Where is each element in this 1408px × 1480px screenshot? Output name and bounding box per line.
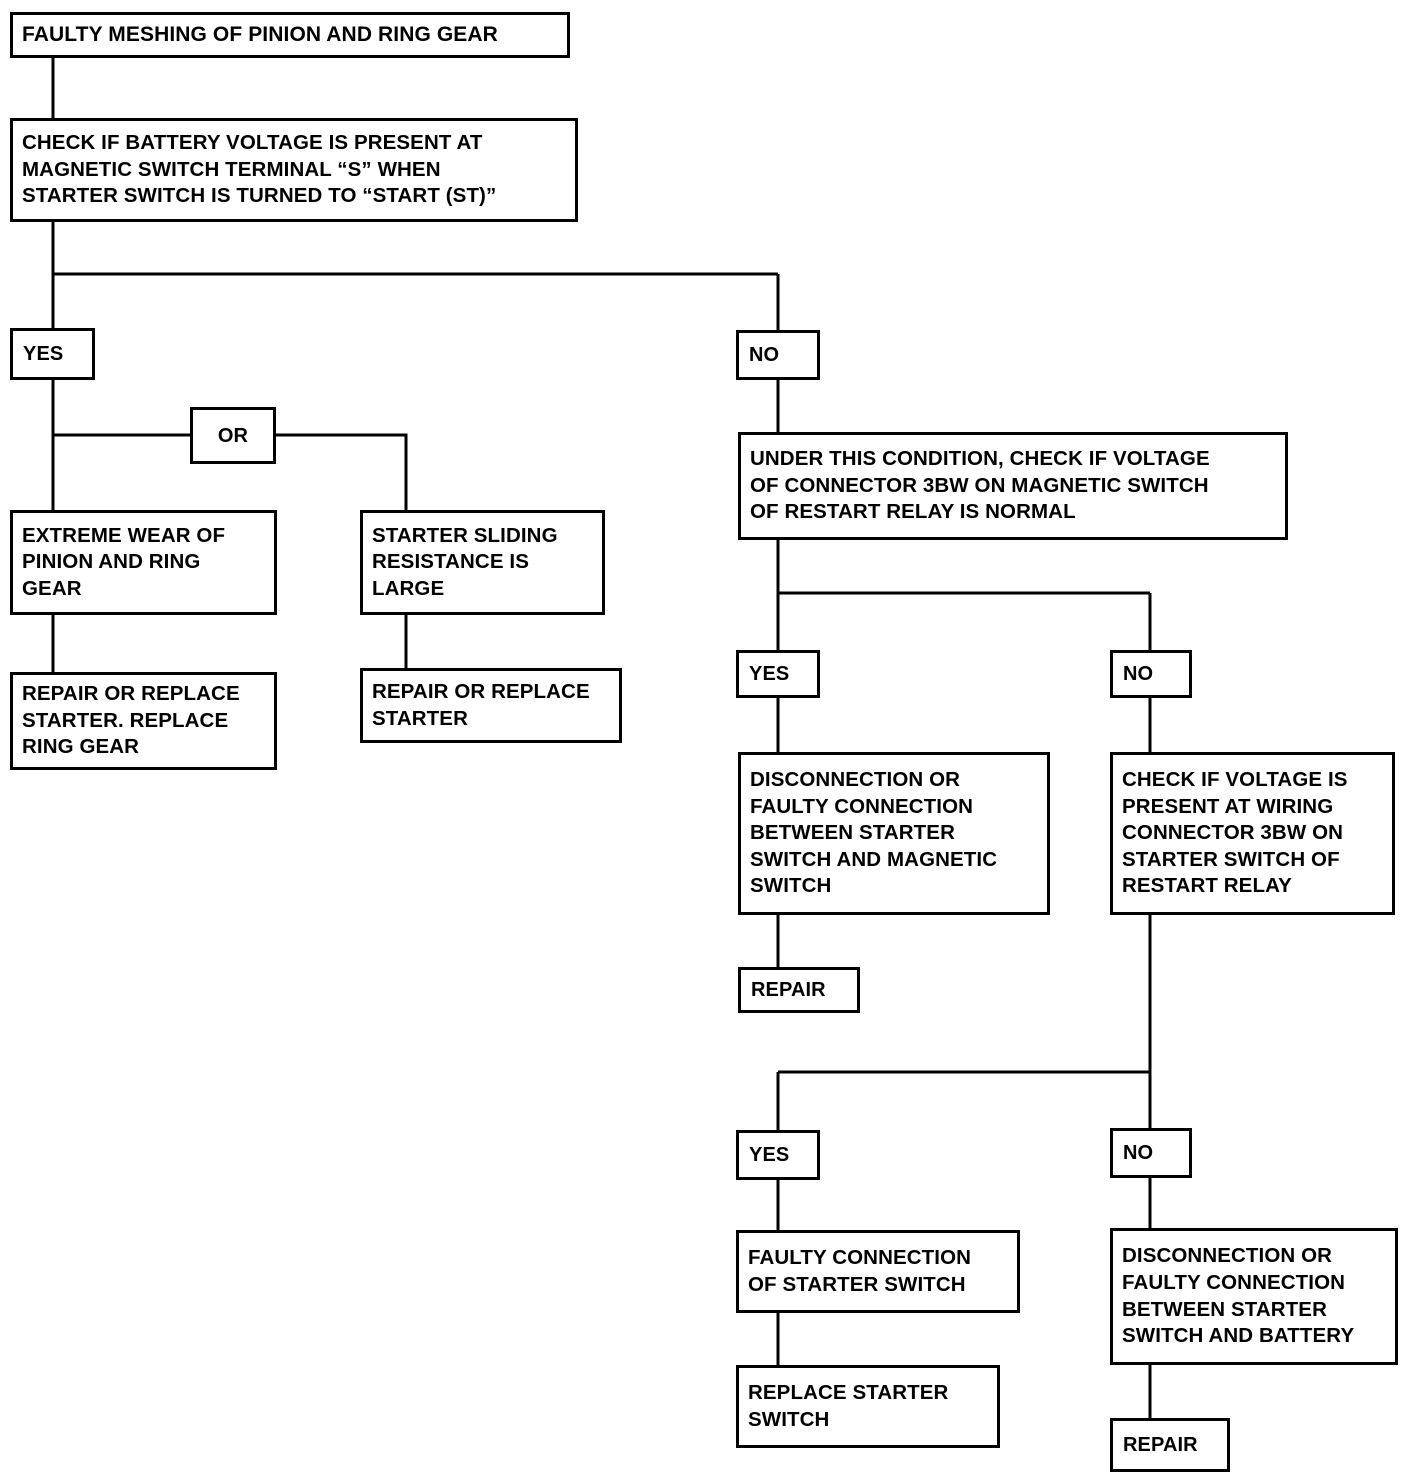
node-check-battery-voltage-label: CHECK IF BATTERY VOLTAGE IS PRESENT AT M… [22,131,497,208]
node-repair-bottom[interactable]: REPAIR [1110,1418,1230,1472]
node-extreme-wear[interactable]: EXTREME WEAR OF PINION AND RING GEAR [10,510,277,615]
node-branch2-yes-label: YES [749,663,790,685]
node-repair-replace-starter-ring-gear-label: REPAIR OR REPLACE STARTER. REPLACE RING … [22,682,240,759]
node-repair-mid[interactable]: REPAIR [738,967,860,1013]
node-root-label: FAULTY MESHING OF PINION AND RING GEAR [22,23,498,47]
node-replace-starter-switch-label: REPLACE STARTER SWITCH [748,1380,949,1431]
node-repair-bottom-label: REPAIR [1123,1434,1198,1456]
node-repair-replace-starter[interactable]: REPAIR OR REPLACE STARTER [360,668,622,743]
node-or-connector[interactable]: OR [190,407,276,464]
node-branch3-yes-label: YES [749,1144,790,1166]
node-branch2-no[interactable]: NO [1110,650,1192,698]
node-branch3-no-label: NO [1123,1142,1154,1164]
node-or-connector-label: OR [217,424,249,447]
node-disconnection-starter-magnetic-label: DISCONNECTION OR FAULTY CONNECTION BETWE… [750,767,998,898]
node-branch2-yes[interactable]: YES [736,650,820,698]
node-check-voltage-wiring-3bw[interactable]: CHECK IF VOLTAGE IS PRESENT AT WIRING CO… [1110,752,1395,915]
node-disconnection-starter-battery[interactable]: DISCONNECTION OR FAULTY CONNECTION BETWE… [1110,1228,1398,1365]
node-branch3-no[interactable]: NO [1110,1128,1192,1178]
node-branch1-no[interactable]: NO [736,330,820,380]
node-branch1-no-label: NO [749,344,780,366]
node-branch2-no-label: NO [1123,663,1154,685]
node-branch1-yes[interactable]: YES [10,328,95,380]
node-branch1-yes-label: YES [23,343,64,365]
node-faulty-connection-starter-switch[interactable]: FAULTY CONNECTION OF STARTER SWITCH [736,1230,1020,1313]
node-disconnection-starter-battery-label: DISCONNECTION OR FAULTY CONNECTION BETWE… [1122,1244,1355,1348]
node-starter-sliding-resistance[interactable]: STARTER SLIDING RESISTANCE IS LARGE [360,510,605,615]
node-under-this-condition[interactable]: UNDER THIS CONDITION, CHECK IF VOLTAGE O… [738,432,1288,540]
node-faulty-connection-starter-switch-label: FAULTY CONNECTION OF STARTER SWITCH [748,1245,972,1296]
node-replace-starter-switch[interactable]: REPLACE STARTER SWITCH [736,1365,1000,1448]
node-check-battery-voltage[interactable]: CHECK IF BATTERY VOLTAGE IS PRESENT AT M… [10,118,578,222]
node-repair-replace-starter-label: REPAIR OR REPLACE STARTER [372,679,590,730]
node-disconnection-starter-magnetic[interactable]: DISCONNECTION OR FAULTY CONNECTION BETWE… [738,752,1050,915]
node-under-this-condition-label: UNDER THIS CONDITION, CHECK IF VOLTAGE O… [750,447,1210,524]
node-extreme-wear-label: EXTREME WEAR OF PINION AND RING GEAR [22,523,226,600]
node-repair-replace-starter-ring-gear[interactable]: REPAIR OR REPLACE STARTER. REPLACE RING … [10,672,277,770]
node-check-voltage-wiring-3bw-label: CHECK IF VOLTAGE IS PRESENT AT WIRING CO… [1122,767,1348,898]
node-starter-sliding-resistance-label: STARTER SLIDING RESISTANCE IS LARGE [372,523,558,600]
node-root[interactable]: FAULTY MESHING OF PINION AND RING GEAR [10,12,570,58]
node-repair-mid-label: REPAIR [751,979,826,1001]
edge-or-to-sliding [276,433,408,510]
node-branch3-yes[interactable]: YES [736,1130,820,1180]
